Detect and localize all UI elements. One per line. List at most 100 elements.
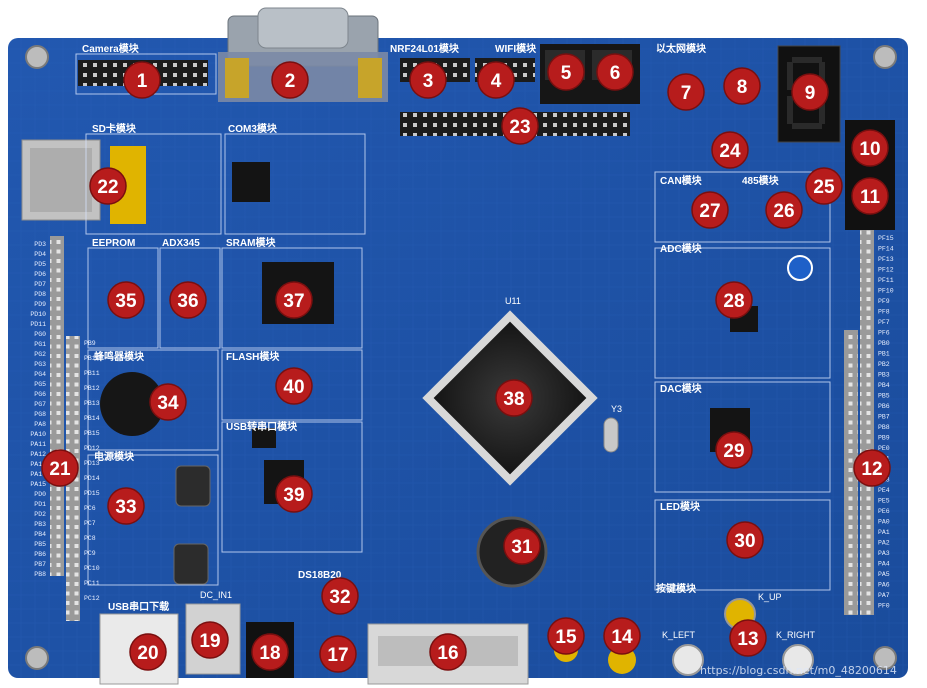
label-dac: DAC模块 bbox=[660, 382, 703, 395]
marker-3-circle bbox=[409, 61, 447, 99]
label-usbserial: USB转串口模块 bbox=[226, 420, 298, 433]
pin-label: PB3 bbox=[878, 372, 890, 379]
marker-39-circle bbox=[275, 475, 313, 513]
pin-label: PG6 bbox=[34, 391, 46, 398]
marker-8-circle bbox=[723, 67, 761, 105]
marker-37-circle bbox=[275, 281, 313, 319]
marker-26: 26 bbox=[773, 201, 794, 222]
label-wifi: WIFI模块 bbox=[495, 42, 537, 55]
mounting-holes bbox=[25, 45, 897, 670]
pin-label: PD10 bbox=[30, 311, 46, 318]
marker-4-circle bbox=[477, 61, 515, 99]
pin-label: PG8 bbox=[34, 411, 46, 418]
marker-4: 4 bbox=[491, 71, 502, 92]
marker-38-circle bbox=[495, 379, 533, 417]
pin-label: PD12 bbox=[84, 445, 100, 452]
left-pin-labels: PD3PD4PD5PD6PD7PD8PD9PD10PD11PG0PG1PG2PG… bbox=[30, 241, 46, 578]
pin-label: PA14 bbox=[30, 471, 46, 478]
pin-label: PG2 bbox=[34, 351, 46, 358]
pin-label: PB1 bbox=[878, 351, 890, 358]
pin-label: PB8 bbox=[878, 424, 890, 431]
marker-11-circle bbox=[851, 177, 889, 215]
pin-label: PD11 bbox=[30, 321, 46, 328]
pin-label: PC8 bbox=[84, 535, 96, 542]
marker-18-circle bbox=[251, 633, 289, 671]
marker-13: 13 bbox=[737, 629, 758, 650]
marker-34-circle bbox=[149, 383, 187, 421]
marker-1-circle bbox=[123, 61, 161, 99]
pin-label: PB7 bbox=[878, 414, 890, 421]
marker-37: 37 bbox=[283, 291, 304, 312]
pin-label: PB11 bbox=[84, 370, 100, 377]
marker-1: 1 bbox=[137, 71, 148, 92]
marker-14-circle bbox=[603, 617, 641, 655]
pin-label: PG1 bbox=[34, 341, 46, 348]
marker-22-circle bbox=[89, 167, 127, 205]
marker-19-circle bbox=[191, 621, 229, 659]
marker-6-circle bbox=[596, 53, 634, 91]
pin-label: PC6 bbox=[84, 505, 96, 512]
pin-label: PD4 bbox=[34, 251, 46, 258]
label-sd: SD卡模块 bbox=[92, 122, 137, 135]
pin-label: PB6 bbox=[34, 551, 46, 558]
marker-17-circle bbox=[319, 635, 357, 673]
marker-9: 9 bbox=[805, 83, 816, 104]
marker-23-circle bbox=[501, 107, 539, 145]
marker-24-circle bbox=[711, 131, 749, 169]
marker-36-circle bbox=[169, 281, 207, 319]
marker-17: 17 bbox=[327, 645, 348, 666]
pin-label: PB4 bbox=[878, 382, 890, 389]
marker-34: 34 bbox=[157, 393, 179, 414]
pin-label: PB12 bbox=[84, 385, 100, 392]
pin-label: PD7 bbox=[34, 281, 46, 288]
pin-label: PC7 bbox=[84, 520, 96, 527]
module-outlines bbox=[75, 53, 831, 591]
label-kup: K_UP bbox=[758, 592, 782, 602]
marker-27: 27 bbox=[699, 201, 720, 222]
right-pin-header bbox=[860, 230, 874, 615]
pin-label: PA11 bbox=[30, 441, 46, 448]
marker-36: 36 bbox=[177, 291, 198, 312]
pin-label: PB4 bbox=[34, 531, 46, 538]
crystal-y3 bbox=[603, 417, 619, 453]
marker-28: 28 bbox=[723, 291, 744, 312]
pin-label: PA0 bbox=[878, 519, 890, 526]
label-led: LED模块 bbox=[660, 500, 701, 513]
pin-label: PG7 bbox=[34, 401, 46, 408]
right-pin-labels: PF15PF14PF13PF12PF11PF10PF9PF8PF7PF6PB0P… bbox=[878, 235, 894, 610]
marker-30-circle bbox=[726, 521, 764, 559]
marker-11: 11 bbox=[860, 187, 881, 208]
pin-label: PB10 bbox=[84, 355, 100, 362]
u11-label: U11 bbox=[505, 296, 521, 306]
marker-7: 7 bbox=[681, 83, 692, 104]
label-ds18b20: DS18B20 bbox=[298, 570, 342, 581]
pin-label: PF12 bbox=[878, 267, 894, 274]
marker-12: 12 bbox=[861, 459, 882, 480]
pin-label: PC11 bbox=[84, 580, 100, 587]
marker-23: 23 bbox=[509, 117, 530, 138]
marker-16-circle bbox=[429, 633, 467, 671]
pin-label: PF6 bbox=[878, 330, 890, 337]
marker-31-circle bbox=[503, 527, 541, 565]
label-keys: 按键模块 bbox=[656, 582, 697, 595]
marker-2-circle bbox=[271, 61, 309, 99]
marker-35-circle bbox=[107, 281, 145, 319]
pin-label: PA13 bbox=[30, 461, 46, 468]
marker-35: 35 bbox=[115, 291, 137, 312]
marker-15-circle bbox=[547, 617, 585, 655]
label-kright: K_RIGHT bbox=[776, 630, 816, 640]
pin-label: PA5 bbox=[878, 571, 890, 578]
module-labels: Camera模块 NRF24L01模块 WIFI模块 以太网模块 SD卡模块 C… bbox=[82, 42, 816, 640]
pin-label: PG0 bbox=[34, 331, 46, 338]
electrolytic-capacitors bbox=[173, 465, 211, 585]
pin-label: PA2 bbox=[878, 540, 890, 547]
pin-label: PF15 bbox=[878, 235, 894, 242]
pin-label: PB3 bbox=[34, 521, 46, 528]
pin-label: PD14 bbox=[84, 475, 100, 482]
label-dcin: DC_IN1 bbox=[200, 590, 232, 600]
marker-3: 3 bbox=[423, 71, 434, 92]
label-ethernet: 以太网模块 bbox=[656, 42, 707, 55]
pin-label: PB0 bbox=[878, 340, 890, 347]
label-sram: SRAM模块 bbox=[226, 236, 276, 249]
